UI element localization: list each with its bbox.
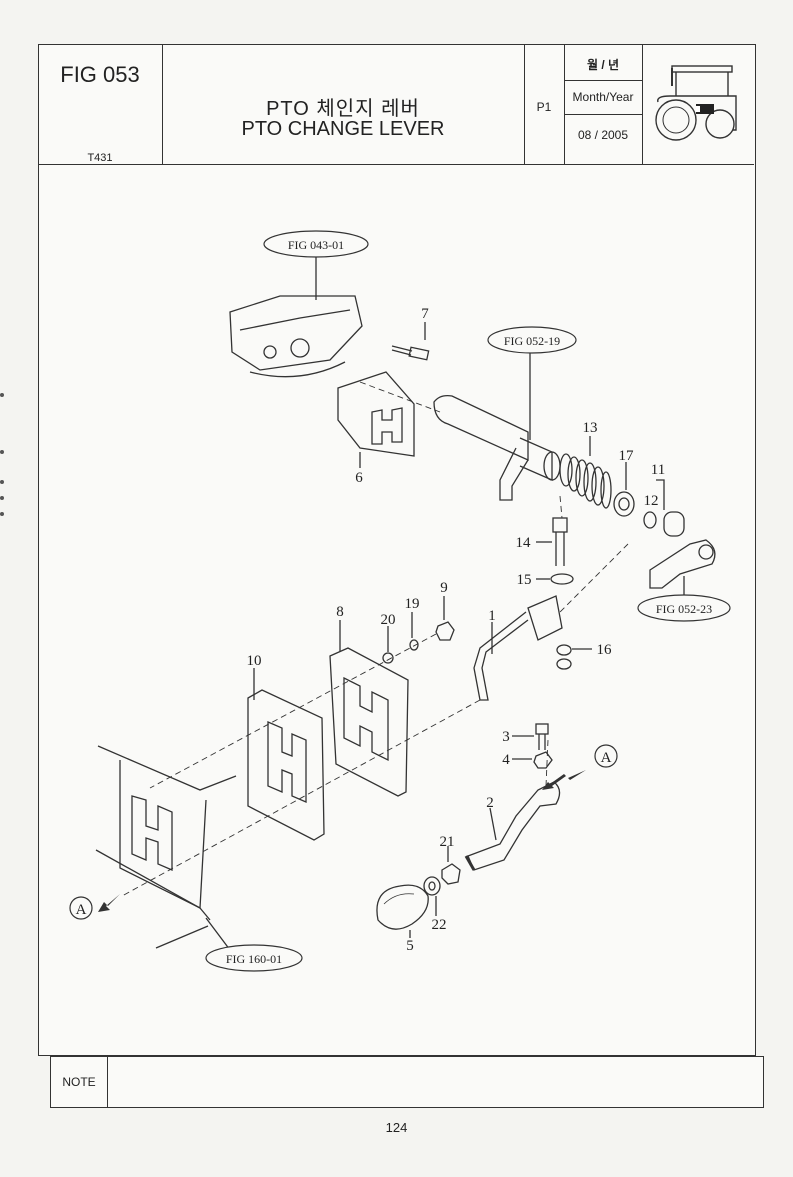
title-english: PTO CHANGE LEVER [241, 118, 445, 140]
figure-number: FIG 053 [60, 62, 140, 87]
callout-9: 9 [440, 580, 448, 596]
part-17-washer [613, 491, 635, 517]
fig-160-01-panel [95, 745, 237, 949]
binding-holes [0, 0, 6, 1177]
part-21-nut [441, 863, 461, 885]
date-cell: 월 / 년 Month/Year 08 / 2005 [564, 44, 643, 164]
callout-19: 19 [405, 596, 420, 612]
fig-052-19-shaft [433, 394, 561, 501]
model-code: T431 [87, 152, 113, 164]
part-7-bolt [391, 345, 430, 361]
callout-13: 13 [583, 420, 598, 436]
figure-cell [38, 44, 163, 164]
part-9-nut [435, 621, 455, 641]
ref-fig-052-19: FIG 052-19 [504, 334, 560, 348]
part-15-washer [550, 573, 574, 585]
note-label: NOTE [51, 1057, 108, 1107]
part-5-knob [376, 884, 429, 930]
transmission-housing [229, 295, 363, 378]
page-code: P1 [536, 100, 552, 114]
leader-2 [489, 807, 497, 841]
callout-22: 22 [432, 917, 447, 933]
callout-6: 6 [355, 470, 363, 486]
callout-7: 7 [421, 306, 429, 322]
part-4-nut [533, 751, 553, 769]
reference-labels: FIG 043-01 FIG 052-19 FIG 052-23 FIG 160… [205, 230, 731, 972]
date-label-english: Month/Year [572, 90, 634, 104]
date-divider-1 [564, 80, 642, 81]
callout-2: 2 [486, 795, 494, 811]
page-code-cell [524, 44, 565, 164]
callout-5: 5 [406, 938, 414, 954]
part-12-collar [643, 511, 657, 529]
view-marker-upper: A [594, 744, 618, 768]
title-cell [162, 44, 525, 164]
part-20-washer [382, 652, 394, 664]
date-label-korean: 월 / 년 [586, 58, 620, 72]
view-arrows [98, 770, 586, 912]
part-11-pin [656, 479, 685, 537]
callout-10: 10 [247, 653, 262, 669]
ref-fig-052-23: FIG 052-23 [656, 602, 712, 616]
callout-15: 15 [517, 572, 532, 588]
part-2-lever [464, 781, 561, 871]
title-block: 월 / 년 Month/Year 08 / 2005 [38, 44, 754, 165]
part-13-spring [559, 453, 612, 509]
note-box: NOTE [50, 1056, 764, 1108]
fig-052-23-arm [649, 539, 716, 589]
part-19-washer [409, 639, 419, 651]
callout-16: 16 [597, 642, 613, 658]
callout-21: 21 [440, 834, 455, 850]
part-10-guide-plate [247, 689, 325, 841]
part-callouts: 1 2 3 4 5 6 7 8 9 10 11 12 13 14 15 16 1… [247, 306, 666, 954]
callout-20: 20 [381, 612, 396, 628]
callout-8: 8 [336, 604, 344, 620]
view-marker-label: A [76, 902, 87, 918]
part-6-plate [337, 371, 415, 457]
date-value: 08 / 2005 [577, 128, 629, 142]
part-3-bolt [535, 723, 549, 750]
callout-11: 11 [651, 462, 665, 478]
part-8-guide-plate [329, 647, 409, 797]
part-16-nuts [556, 644, 572, 670]
callout-1: 1 [488, 608, 496, 624]
callout-14: 14 [516, 535, 532, 551]
part-1-lever-rod [473, 595, 563, 701]
part-14-bolt [552, 517, 568, 566]
tractor-icon [648, 58, 744, 153]
ref-fig-160-01: FIG 160-01 [226, 952, 282, 966]
callout-17: 17 [619, 448, 635, 464]
view-marker-lower: A [69, 896, 93, 920]
view-marker-label: A [601, 750, 612, 766]
callout-3: 3 [502, 729, 510, 745]
fig-160-01-leader [205, 917, 231, 951]
callout-12: 12 [644, 493, 659, 509]
title-korean: PTO 체인지 레버 [266, 98, 420, 120]
page-number: 124 [385, 1120, 408, 1135]
part-22-washer [423, 876, 441, 896]
ref-fig-043-01: FIG 043-01 [288, 238, 344, 252]
date-divider-2 [564, 114, 642, 115]
callout-4: 4 [502, 752, 510, 768]
assembly-dash-lines [121, 381, 629, 897]
